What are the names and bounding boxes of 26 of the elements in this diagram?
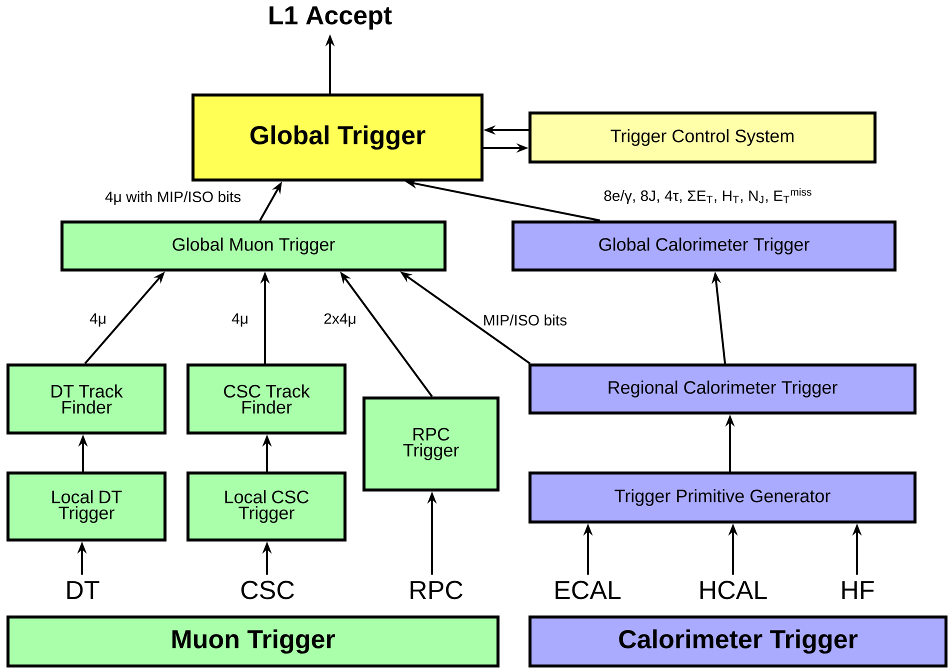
detector-label: CSC <box>241 580 294 600</box>
edge-label: 4μ <box>230 312 250 328</box>
section-band: Calorimeter Trigger <box>528 616 948 668</box>
edge-label: MIP/ISO bits <box>482 313 568 327</box>
section-band: Muon Trigger <box>6 616 500 668</box>
trigger-box: RPC Trigger <box>362 396 500 492</box>
edge-label: 8e/γ, 8J, 4τ, ΣE$_{T}$, H$_{T}$, N$_{J}$, E$_{T}$miss <box>602 186 814 206</box>
trigger-box: Trigger Primitive Generator <box>528 472 917 524</box>
detector-label: HF <box>842 581 874 599</box>
detector-label: ECAL <box>556 580 621 600</box>
output-label: L1 Accept <box>270 6 392 30</box>
trigger-box: Global Trigger <box>192 94 484 182</box>
detector-label: DT <box>67 581 100 599</box>
trigger-box: Global Muon Trigger <box>60 220 446 272</box>
trigger-box: Local CSC Trigger <box>186 472 346 542</box>
trigger-box: Regional Calorimeter Trigger <box>528 364 917 414</box>
trigger-box: Global Calorimeter Trigger <box>512 220 896 272</box>
detector-label: HCAL <box>700 580 767 600</box>
edge-label: 4μ with MIP/ISO bits <box>104 190 242 206</box>
trigger-box: DT Track Finder <box>6 364 166 434</box>
trigger-box: CSC Track Finder <box>186 364 346 434</box>
trigger-box: Trigger Control System <box>528 112 877 164</box>
edge-label: 2x4μ <box>322 312 358 328</box>
trigger-box: Local DT Trigger <box>6 472 166 542</box>
detector-label: RPC <box>410 580 462 600</box>
edge-label: 4μ <box>88 312 108 328</box>
